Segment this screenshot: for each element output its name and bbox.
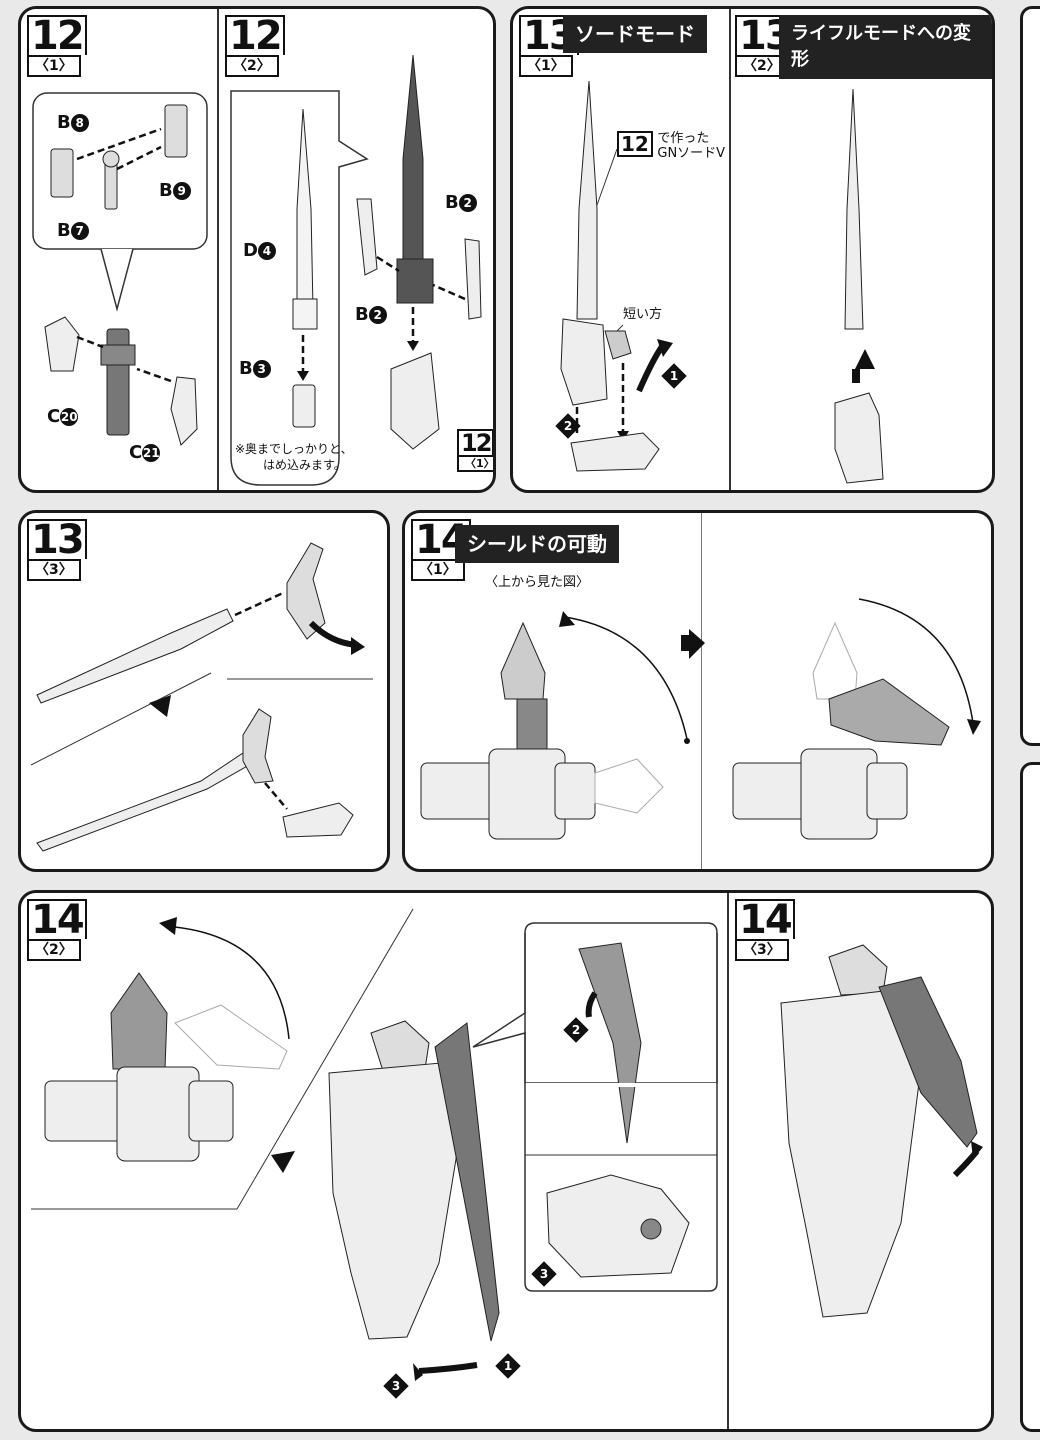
panel-divider	[701, 513, 702, 869]
part-number-b7: 7	[70, 222, 89, 240]
part-number-c21: 21	[142, 444, 161, 462]
sword-mode-title: ソードモード	[563, 15, 707, 53]
panel-step-13-modes: 13 〈1〉 ソードモード 13 〈2〉 ライフルモードへの変形 12 で作った…	[510, 6, 995, 493]
part-number-b3: 3	[252, 360, 271, 378]
step-14-2-3-illustration	[31, 908, 983, 1381]
step-substep: 〈1〉	[411, 559, 465, 581]
step-substep: 〈2〉	[735, 55, 789, 77]
ref-substep: 〈1〉	[457, 455, 493, 472]
part-number-c20: 20	[60, 408, 79, 426]
step-number: 13	[27, 519, 87, 560]
step-substep: 〈2〉	[225, 55, 279, 77]
step-13-3-header: 13 〈3〉	[27, 519, 87, 581]
note-line: はめ込みます。	[263, 458, 346, 472]
step-substep: 〈3〉	[735, 939, 789, 961]
step-number: 14	[27, 899, 87, 940]
step-12-2-header: 12 〈2〉	[225, 15, 285, 77]
ref-text-line: GNソードV	[657, 146, 726, 161]
step-14-1-illustration	[420, 598, 981, 840]
panel-divider	[727, 893, 729, 1429]
step-number: 12	[27, 15, 87, 56]
step-12-1-header: 12 〈1〉	[27, 15, 87, 77]
step-13-illustration	[560, 80, 884, 484]
part-label-c20: C20	[47, 406, 79, 427]
short-side-label: 短い方	[623, 307, 663, 322]
step-number: 14	[735, 899, 795, 940]
panel-step-14-2-3: 14 〈2〉 14 〈3〉	[18, 890, 994, 1432]
step-13-3-illustration	[30, 542, 373, 852]
top-view-note: 〈上から見た図〉	[485, 575, 590, 590]
part-number-d4: 4	[257, 242, 276, 260]
part-label-c21: C21	[129, 442, 161, 463]
next-page-edge-panel	[1020, 762, 1040, 1432]
arrow-step-2: 2	[555, 413, 581, 439]
arrow-step-3: 3	[383, 1373, 409, 1399]
step-substep: 〈3〉	[27, 559, 81, 581]
next-page-edge-panel	[1020, 6, 1040, 746]
reference-sword-note: 12 で作った GNソードV	[617, 131, 725, 161]
insertion-note: ※奥までしっかりと、 はめ込みます。	[235, 441, 353, 473]
panel-step-13-3: 13 〈3〉	[18, 510, 390, 872]
step-number: 12	[225, 15, 285, 56]
step-14-2-header: 14 〈2〉	[27, 899, 87, 961]
shield-movement-title: シールドの可動	[455, 525, 619, 563]
panel-step-14-1: 14 〈1〉 シールドの可動 〈上から見た図〉	[402, 510, 994, 872]
ref-text-line: で作った	[657, 131, 710, 146]
note-line: ※奥までしっかりと、	[235, 442, 353, 456]
ref-step-box: 12	[617, 131, 653, 157]
panel-divider	[217, 9, 219, 490]
arrow-step-1: 1	[661, 363, 687, 389]
step-substep: 〈1〉	[519, 55, 573, 77]
arrow-step-3-detail: 3	[531, 1261, 557, 1287]
part-number-b8: 8	[70, 114, 89, 132]
panel-divider	[729, 9, 731, 490]
part-number-b2-right: 2	[458, 194, 477, 212]
arrow-step-2: 2	[563, 1017, 589, 1043]
step-substep: 〈1〉	[27, 55, 81, 77]
panel-step-12: 12 〈1〉 12 〈2〉	[18, 6, 496, 493]
step-substep: 〈2〉	[27, 939, 81, 961]
part-number-b9: 9	[172, 182, 191, 200]
step-12-illustration	[32, 54, 482, 486]
step-14-3-header: 14 〈3〉	[735, 899, 795, 961]
reference-12-1: 12 〈1〉	[457, 429, 493, 472]
ref-number: 12	[457, 429, 493, 455]
part-number-b2-left: 2	[368, 306, 387, 324]
arrow-step-1: 1	[495, 1353, 521, 1379]
rifle-mode-title: ライフルモードへの変形	[779, 15, 992, 79]
